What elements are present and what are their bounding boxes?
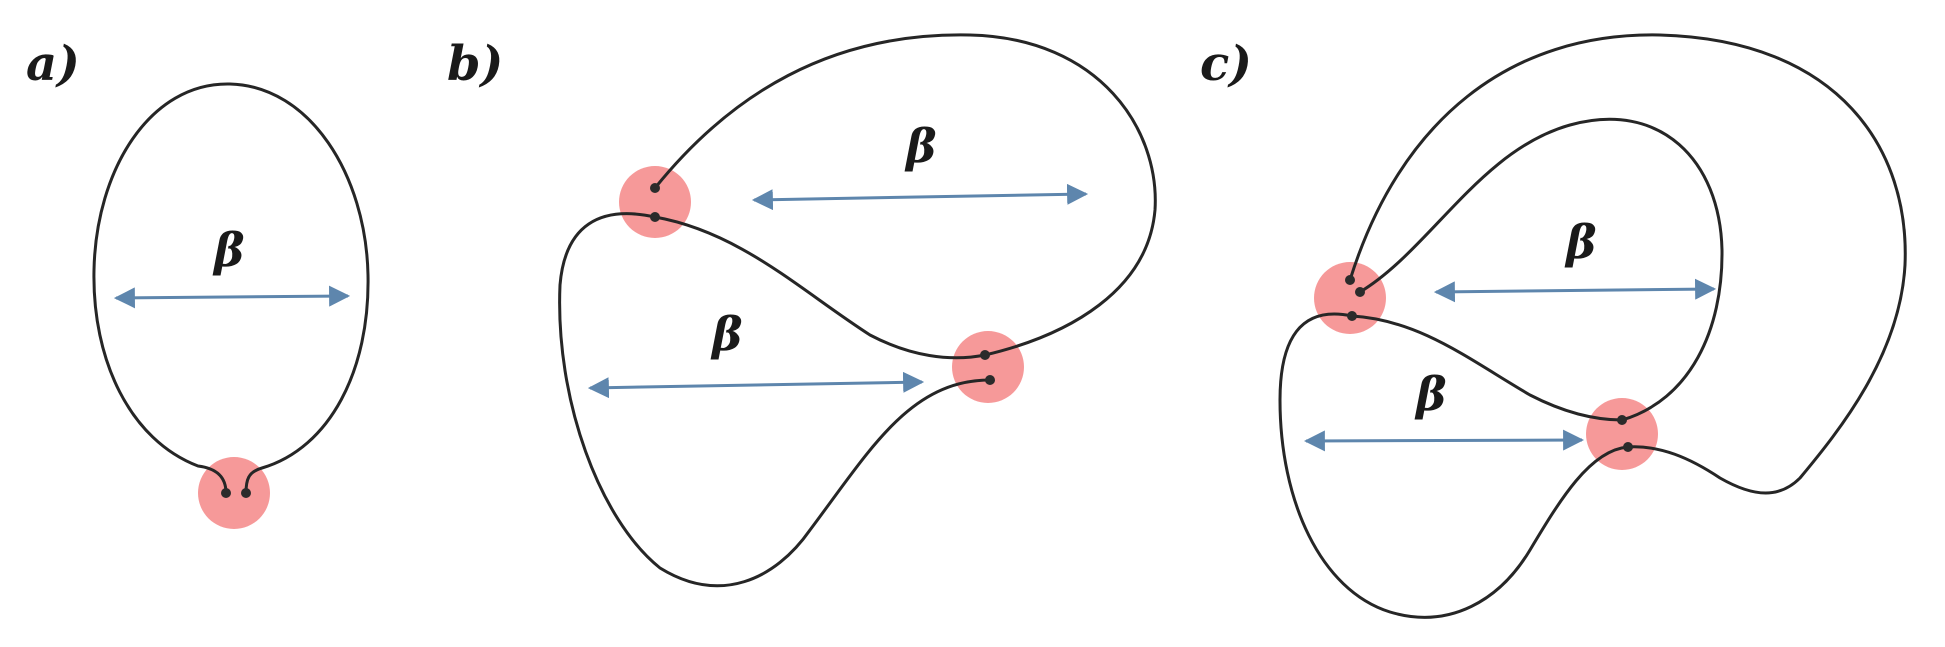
panel-b: b) β β xyxy=(447,33,1157,588)
loop-c-end-4 xyxy=(1617,415,1627,425)
loop-c-lower xyxy=(1278,312,1630,619)
loop-b-end-1 xyxy=(650,183,660,193)
crossing-node-b-lower xyxy=(952,331,1024,403)
loop-c-outer xyxy=(1348,33,1907,495)
panel-c: c) β β xyxy=(1200,33,1907,619)
width-arrow-c-lower xyxy=(1303,429,1585,452)
loop-b-upper xyxy=(653,33,1157,357)
beta-label-c-upper: β xyxy=(1564,215,1597,269)
crossing-node-b-upper xyxy=(619,166,691,238)
beta-label-b-lower: β xyxy=(710,307,743,361)
loop-a xyxy=(92,82,370,495)
loop-a-end-left xyxy=(221,488,231,498)
crossing-node-c-lower xyxy=(1586,398,1658,470)
panel-a-label: a) xyxy=(26,36,80,92)
loop-b-lower xyxy=(558,212,992,588)
loop-c-end-1 xyxy=(1345,275,1355,285)
width-arrow-b-lower xyxy=(587,371,925,399)
width-arrow-c-upper xyxy=(1433,278,1717,303)
beta-label-a: β xyxy=(212,223,245,277)
loop-b-end-3 xyxy=(980,350,990,360)
beta-label-b-upper: β xyxy=(904,119,937,173)
loop-c-end-3 xyxy=(1347,311,1357,321)
loop-a-end-right xyxy=(241,488,251,498)
width-arrow-a xyxy=(113,285,351,309)
crossing-node-c-upper xyxy=(1314,262,1386,334)
loop-b-end-2 xyxy=(650,212,660,222)
loop-c-inner xyxy=(1358,117,1724,422)
loop-b-middle xyxy=(653,215,987,360)
loop-b-end-4 xyxy=(985,375,995,385)
panel-b-label: b) xyxy=(447,36,503,92)
panel-a: a) β xyxy=(26,36,370,529)
beta-label-c-lower: β xyxy=(1414,367,1447,421)
loop-c-end-2 xyxy=(1355,287,1365,297)
loop-c-middle xyxy=(1350,314,1624,422)
panel-c-label: c) xyxy=(1200,36,1252,92)
width-arrow-b-upper xyxy=(751,183,1089,211)
loop-c-end-5 xyxy=(1623,442,1633,452)
